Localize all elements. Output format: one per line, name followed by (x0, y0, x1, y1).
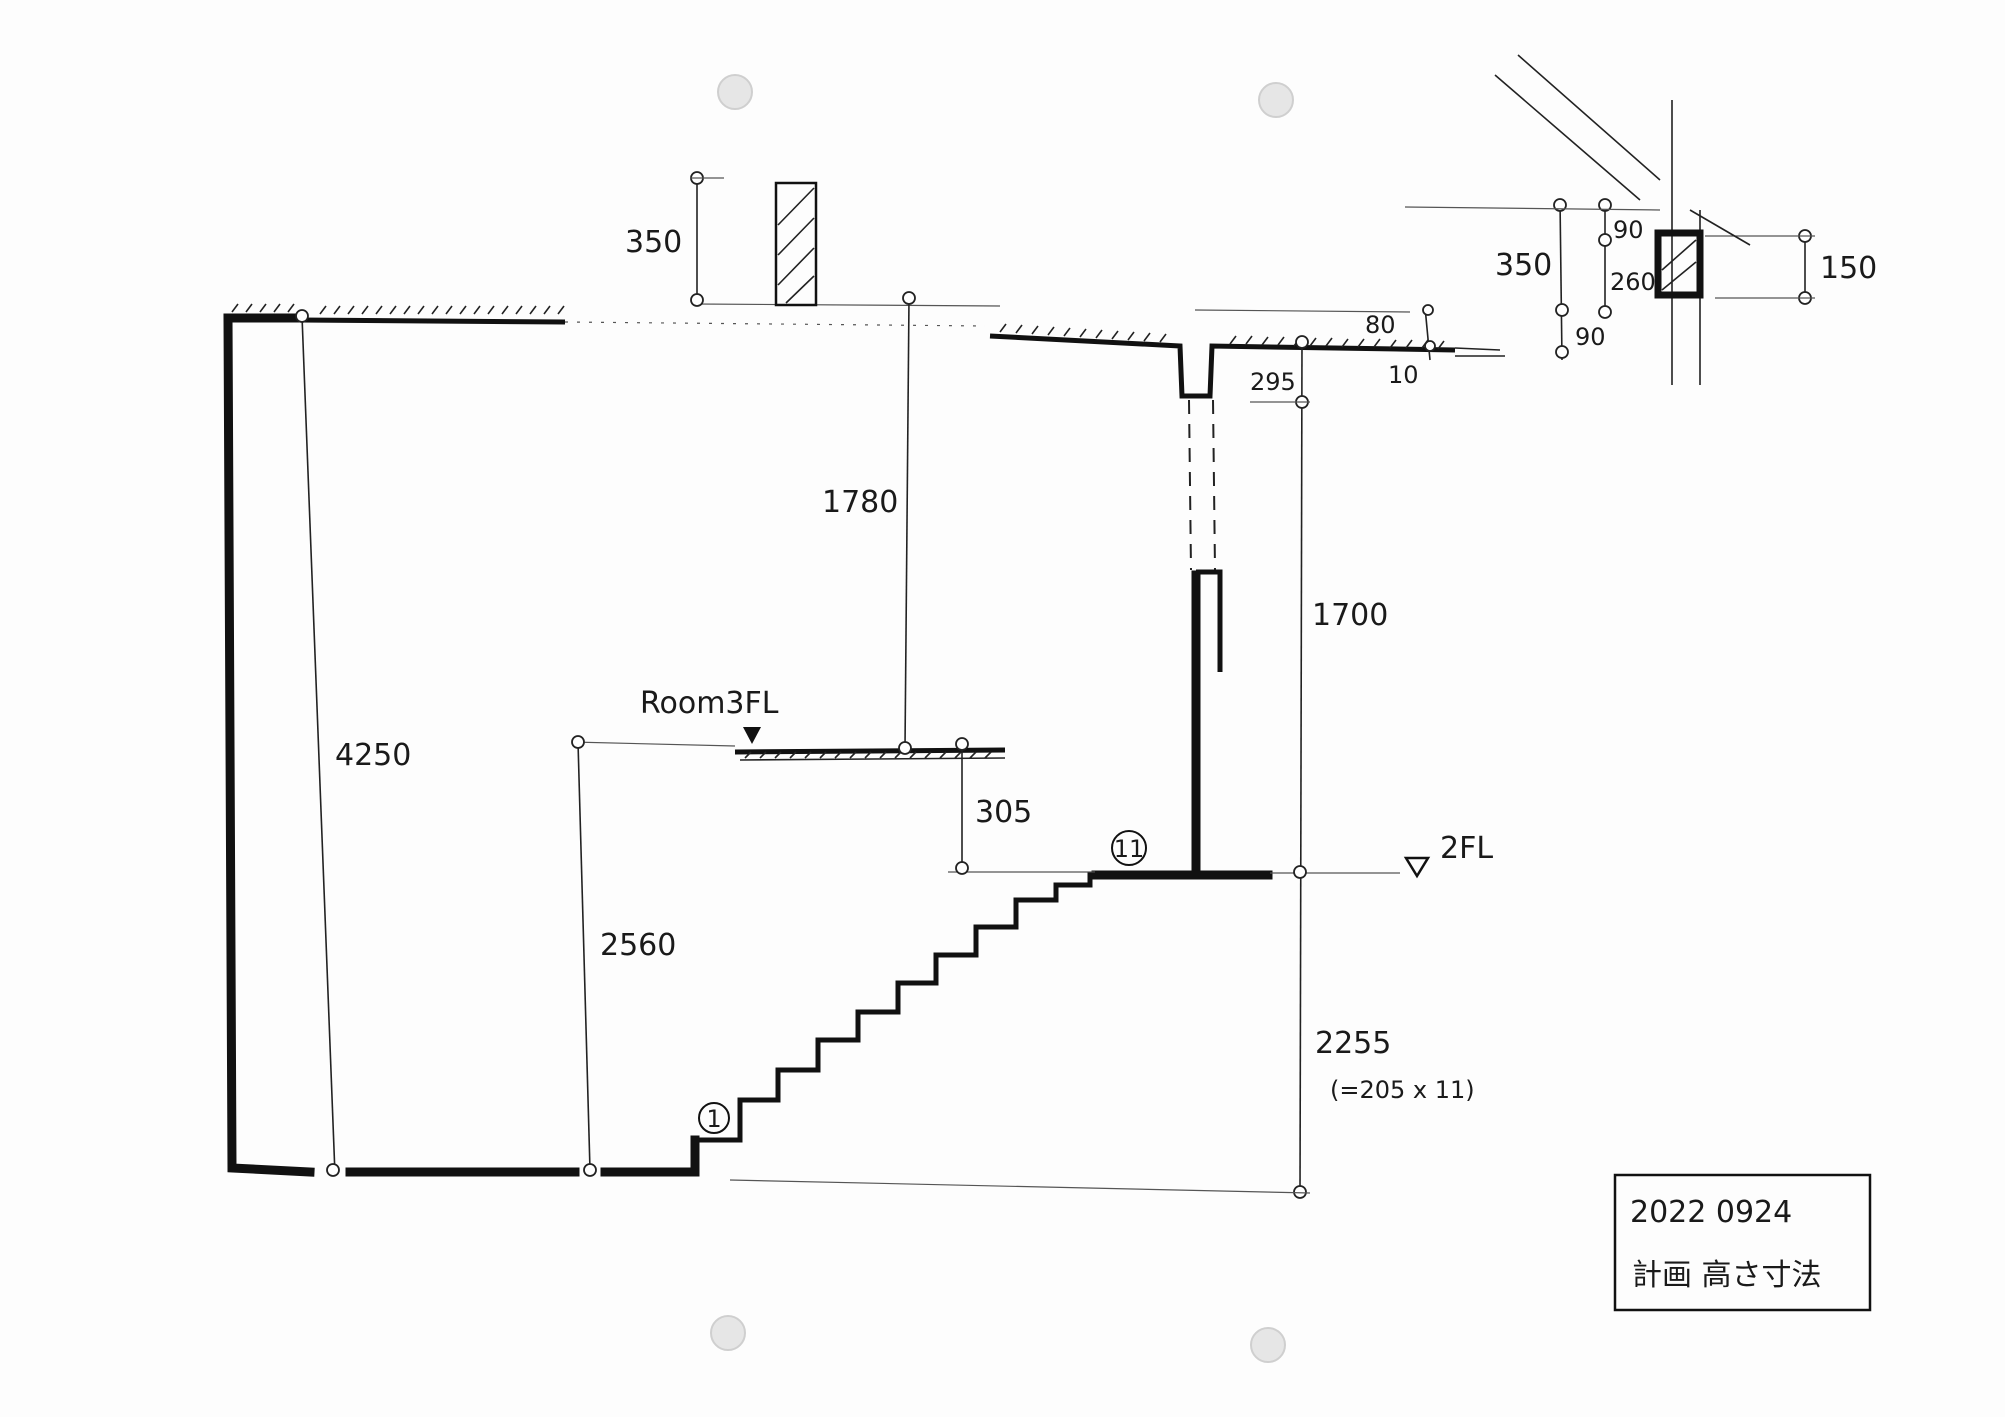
dim-350-right: 350 (1495, 248, 1552, 283)
label-2fl: 2FL (1440, 831, 1493, 866)
step-marker-last: 11 (1111, 830, 1147, 866)
dim-90-bottom: 90 (1575, 323, 1606, 351)
dim-350-left: 350 (625, 225, 682, 260)
dim-1780: 1780 (822, 485, 898, 520)
ceiling-slab-right (989, 323, 1505, 399)
level-marker-2fl (1403, 856, 1431, 879)
partition-wall (1188, 399, 1223, 880)
level-marker-room3fl (743, 727, 761, 744)
dimension-lines (295, 171, 1815, 1199)
dim-80: 80 (1365, 311, 1396, 339)
step-marker-last-label: 11 (1114, 835, 1145, 863)
level-line-2fl (948, 871, 1400, 874)
dim-260: 260 (1610, 268, 1656, 296)
punch-hole (717, 74, 753, 110)
dim-90-top: 90 (1613, 216, 1644, 244)
punch-hole (710, 1315, 746, 1351)
step-marker-first: 1 (698, 1102, 730, 1134)
top-level-line (694, 303, 1411, 313)
step-marker-first-label: 1 (706, 1105, 721, 1133)
dim-295: 295 (1250, 368, 1296, 396)
ceiling-slab-left (231, 303, 566, 325)
parapet-block-left (774, 181, 818, 307)
title-subject: 計画 高さ寸法 (1632, 1258, 1822, 1293)
punch-hole (1258, 82, 1294, 118)
reference-line-top (564, 321, 986, 327)
punch-hole (1250, 1327, 1286, 1363)
dim-1700: 1700 (1312, 598, 1388, 633)
room3fl-floor (571, 727, 1006, 761)
label-room3fl: Room3FL (640, 686, 779, 721)
dim-10: 10 (1388, 361, 1419, 389)
dim-2255-note: (=205 x 11) (1330, 1076, 1475, 1104)
outer-wall-left (223, 313, 700, 1177)
dim-305: 305 (975, 795, 1032, 830)
dim-150: 150 (1820, 251, 1877, 286)
roof-detail-right (1494, 54, 1751, 385)
title-date: 2022 0924 (1630, 1195, 1792, 1230)
dim-4250: 4250 (335, 738, 411, 773)
title-block: 2022 0924 計画 高さ寸法 (1613, 1173, 1872, 1312)
dim-2560: 2560 (600, 928, 676, 963)
staircase (692, 872, 1100, 1170)
dim-2255: 2255 (1315, 1026, 1391, 1061)
